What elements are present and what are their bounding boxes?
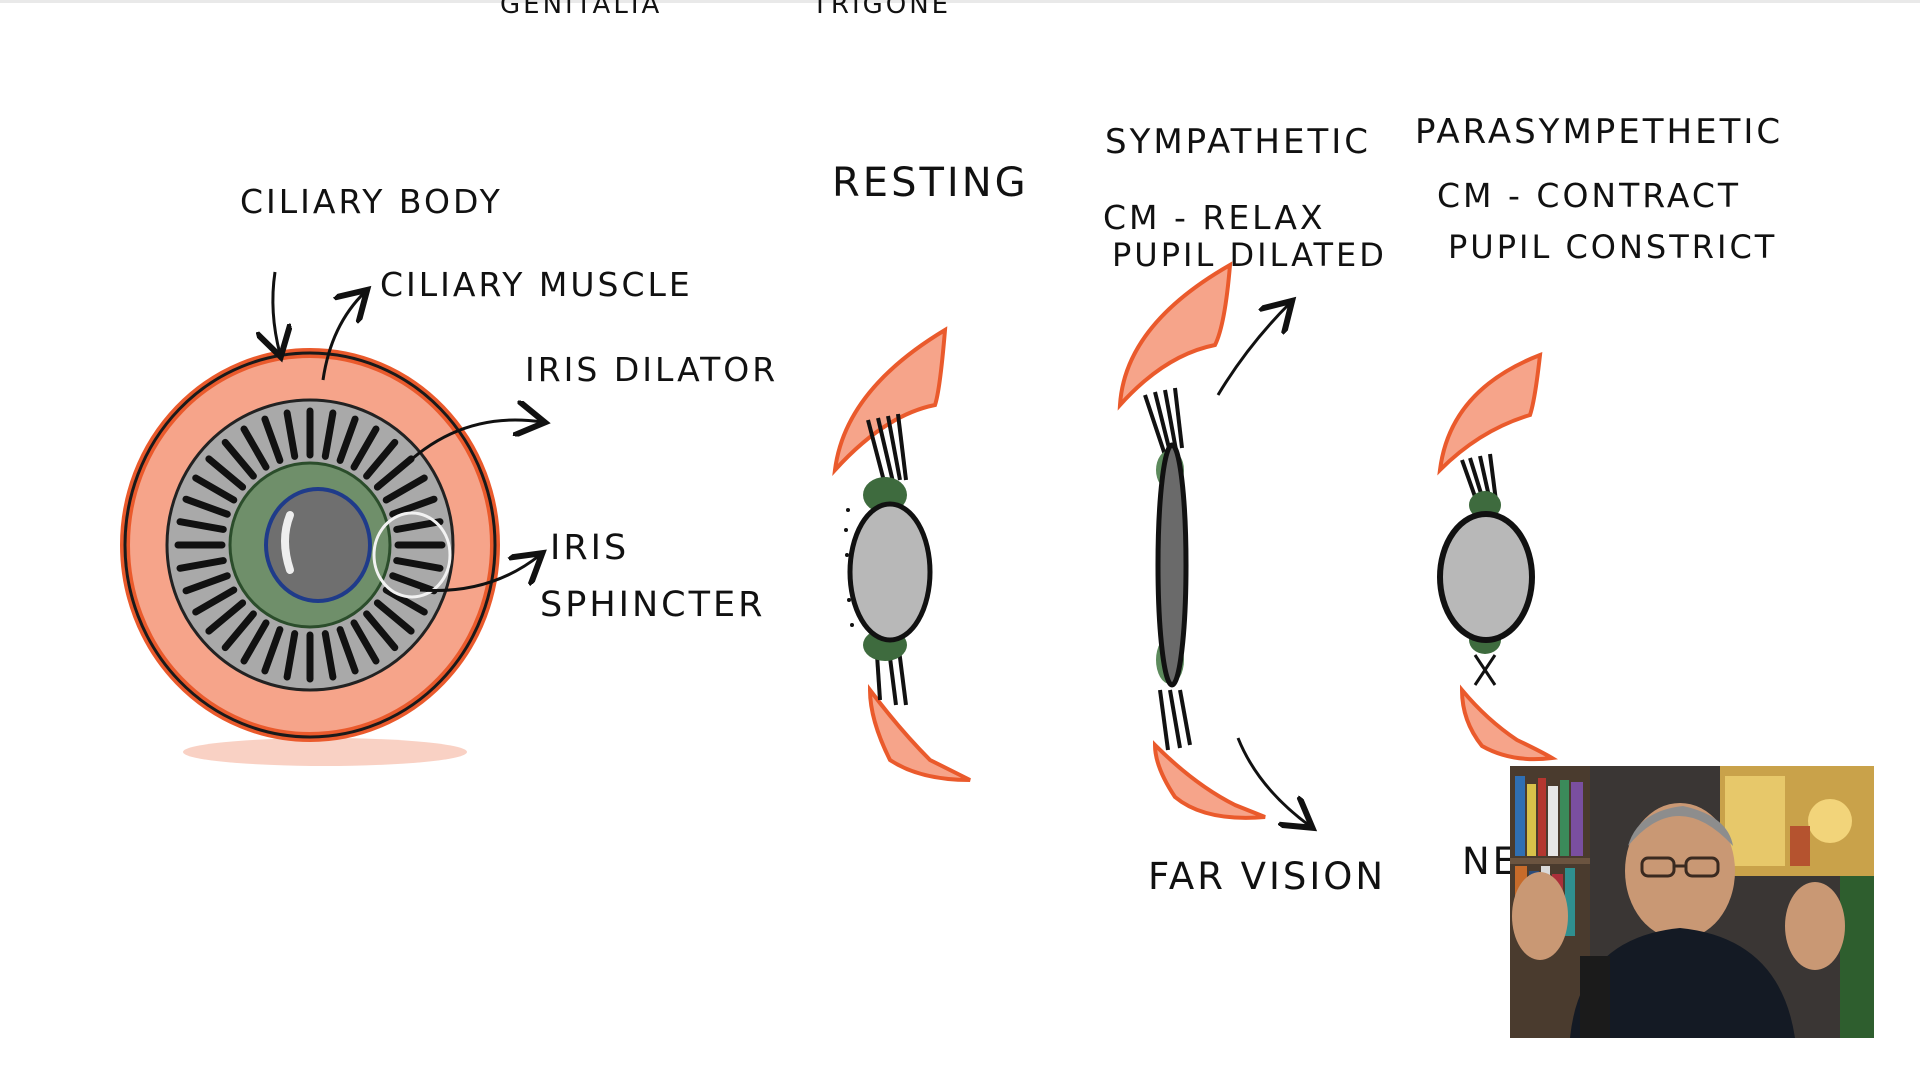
label-sympathetic-cm: CM - RELAX (1103, 198, 1326, 237)
iris-dilator-fibers (174, 407, 446, 683)
label-iris-sphincter-1: IRIS (550, 528, 630, 568)
dilator-fiber (205, 599, 247, 635)
label-ciliary-body: CILIARY BODY (240, 182, 503, 221)
front-eye-view (120, 348, 500, 766)
ciliary-body-outline (123, 351, 497, 739)
label-parasympathetic-pupil: PUPIL CONSTRICT (1448, 228, 1778, 266)
dilator-fiber (373, 599, 415, 635)
dilator-fiber (240, 425, 270, 471)
dilator-fiber (192, 586, 238, 616)
arrow-iris-sphincter (419, 555, 540, 593)
dilator-fiber (283, 409, 299, 460)
label-genitalia-partial: GENITALIA (500, 0, 663, 20)
dilator-fiber (221, 438, 257, 480)
dilator-fiber (205, 455, 247, 491)
label-far-vision: FAR VISION (1148, 855, 1387, 898)
dilator-fiber (363, 438, 399, 480)
label-trigone-partial: TRIGONE (812, 0, 952, 20)
arrow-dilated-down (1236, 737, 1310, 826)
parasympathetic-lens (1437, 511, 1535, 643)
label-iris-dilator: IRIS DILATOR (525, 350, 779, 389)
sympathetic-lens (1155, 442, 1189, 688)
dilator-fiber (350, 425, 380, 471)
label-parasympathetic-cm: CM - CONTRACT (1437, 176, 1742, 215)
dilator-fiber (382, 586, 428, 616)
label-iris-sphincter-2: SPHINCTER (540, 585, 766, 625)
label-sympathetic-pupil: PUPIL DILATED (1112, 236, 1387, 274)
pupil-highlight (281, 511, 294, 574)
dilator-fiber (389, 572, 438, 595)
dilator-fiber (393, 518, 444, 533)
dilator-fiber (176, 518, 227, 533)
arrow-ciliary-body (273, 271, 280, 354)
resting-lens (847, 501, 933, 643)
dilator-fiber (192, 474, 238, 504)
dilator-fiber (176, 557, 227, 572)
sympathetic-lens-view (1117, 261, 1310, 826)
dilator-fiber (363, 610, 399, 652)
sphincter-highlight-circle (372, 511, 452, 599)
label-near-partial: NE (1462, 840, 1520, 883)
label-sympathetic: SYMPATHETIC (1105, 122, 1371, 162)
dilator-fiber (240, 619, 270, 665)
arrow-iris-dilator (398, 420, 542, 472)
ciliary-shadow (183, 738, 467, 766)
dilator-fiber (350, 619, 380, 665)
dilator-fiber (261, 626, 284, 675)
label-resting: RESTING (832, 160, 1029, 206)
dilator-fiber (182, 572, 231, 595)
dilator-fiber (336, 626, 359, 675)
dilator-fiber (336, 415, 359, 464)
label-parasympathetic: PARASYMPETHETIC (1415, 112, 1784, 152)
dilator-fiber (321, 630, 337, 681)
dilator-fiber (283, 630, 299, 681)
dilator-fiber (389, 495, 438, 518)
label-ciliary-muscle: CILIARY MUSCLE (380, 265, 693, 304)
dilator-fiber (221, 610, 257, 652)
presenter-video-frame (1510, 766, 1874, 1038)
top-divider (0, 0, 1920, 3)
arrow-ciliary-muscle (321, 292, 365, 381)
presenter-webcam-overlay (1510, 766, 1874, 1038)
dilator-fiber (382, 474, 428, 504)
arrow-dilated-up (1216, 303, 1290, 396)
dilator-fiber (182, 495, 231, 518)
dilator-fiber (393, 557, 444, 572)
parasympathetic-lens-view (1437, 351, 1559, 762)
dilator-fiber (261, 415, 284, 464)
dilator-fiber (321, 409, 337, 460)
resting-lens-view (832, 326, 971, 782)
